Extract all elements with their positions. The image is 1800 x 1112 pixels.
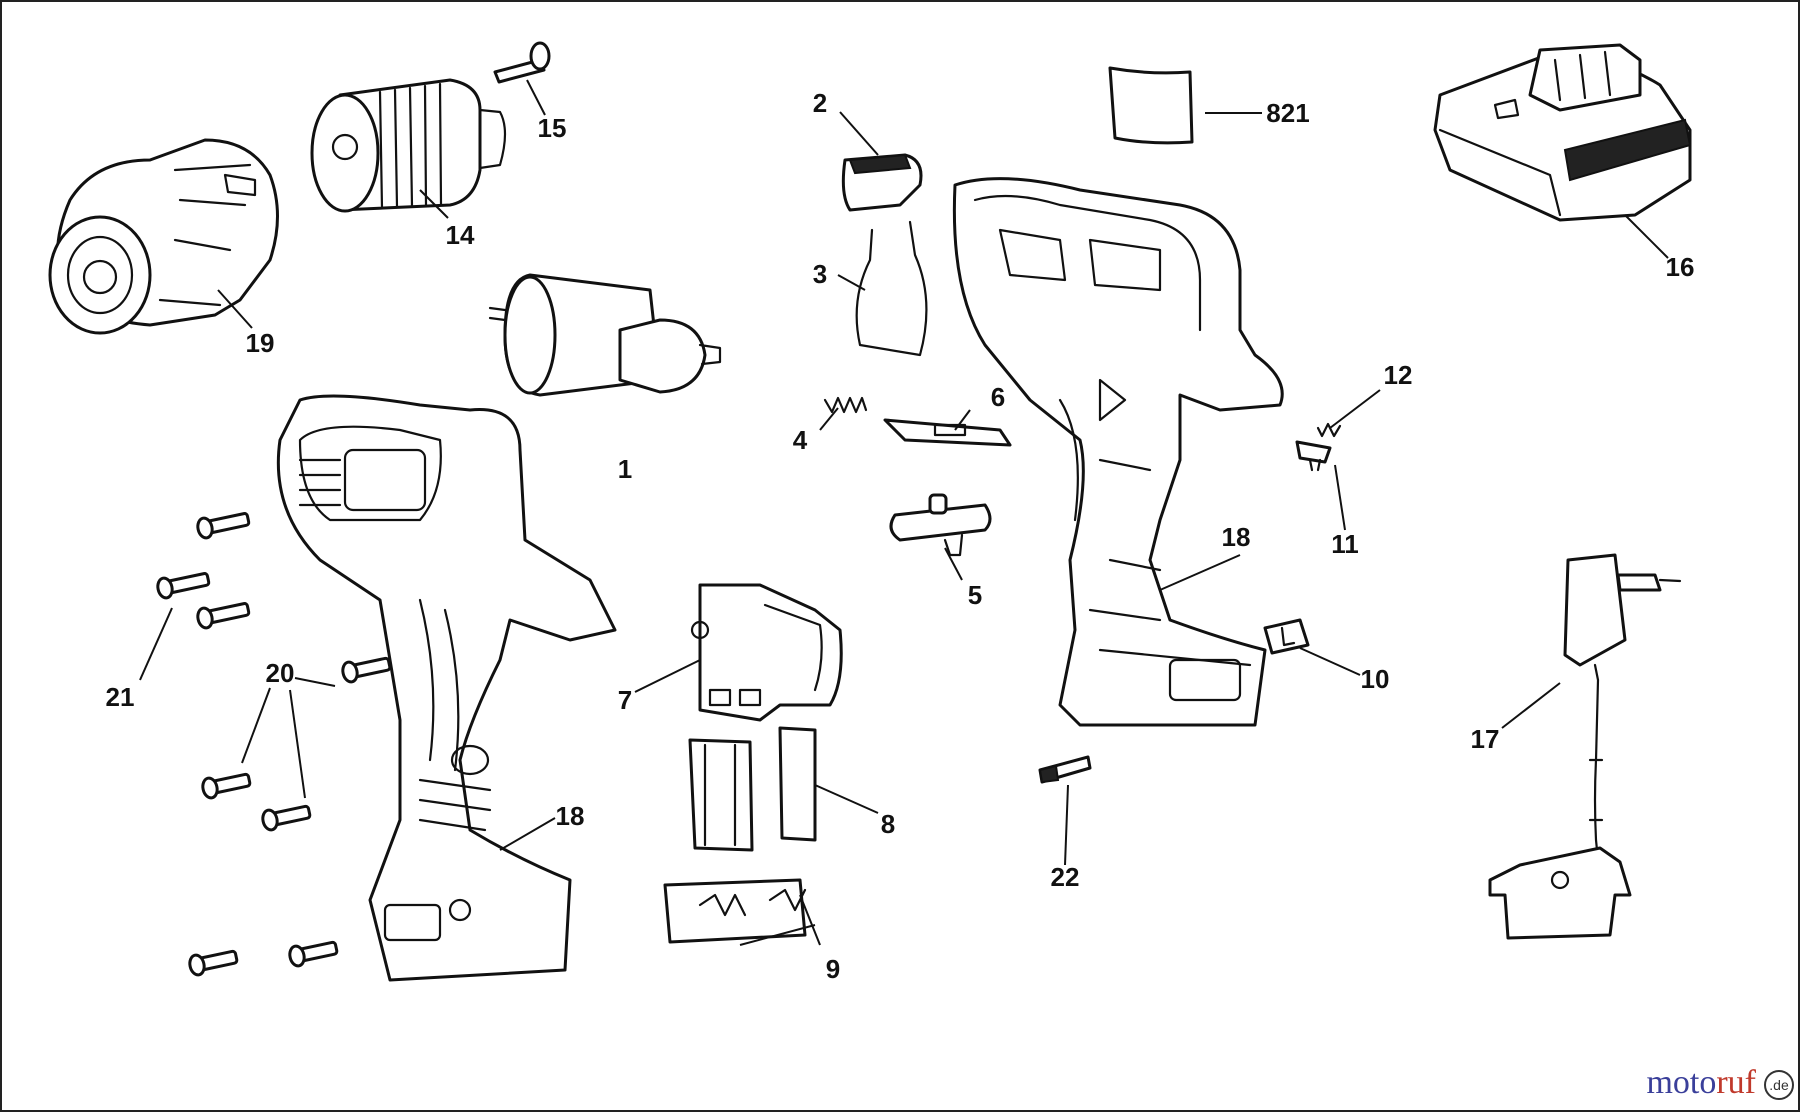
callout-20: 20: [266, 658, 295, 688]
callout-17: 17: [1471, 724, 1500, 754]
callout-2: 2: [813, 88, 827, 118]
callout-16: 16: [1666, 252, 1695, 282]
callout-9: 9: [826, 954, 840, 984]
callout-18-left: 18: [556, 801, 585, 831]
part-1-motor[interactable]: [488, 273, 722, 397]
callout-18-right: 18: [1222, 522, 1251, 552]
part-7-trigger-switch[interactable]: [690, 583, 843, 722]
watermark: motoruf: [1646, 1064, 1756, 1102]
part-821-label[interactable]: [1108, 66, 1194, 145]
part-18-housing-right[interactable]: [952, 177, 1284, 727]
part-9-contacts[interactable]: [663, 738, 807, 944]
watermark-suffix: .de: [1764, 1070, 1794, 1100]
callout-labels: 1 2 3 4 5 6 7 8 9 10 11 12 14 15 16 17 1…: [106, 88, 1695, 984]
callout-8: 8: [881, 809, 895, 839]
callout-15: 15: [538, 113, 567, 143]
part-10-clip[interactable]: [1263, 618, 1310, 655]
part-19-gearbox[interactable]: [48, 138, 279, 335]
part-6-plate[interactable]: [883, 418, 1012, 447]
part-8-pad[interactable]: [778, 726, 817, 842]
part-3-clip[interactable]: [855, 220, 928, 357]
callout-21: 21: [106, 682, 135, 712]
part-18-housing-left[interactable]: [276, 394, 617, 982]
part-2-button[interactable]: [841, 153, 923, 212]
watermark-part1: moto: [1646, 1064, 1717, 1101]
part-12-spring[interactable]: [1316, 422, 1342, 438]
callout-12: 12: [1384, 360, 1413, 390]
part-5-switch[interactable]: [889, 493, 992, 557]
part-15-screw[interactable]: [493, 41, 551, 84]
callout-22: 22: [1051, 862, 1080, 892]
callout-10: 10: [1361, 664, 1390, 694]
callout-19: 19: [246, 328, 275, 358]
part-14-chuck[interactable]: [310, 78, 507, 213]
part-22-slider[interactable]: [1038, 755, 1092, 784]
part-11-led-holder[interactable]: [1295, 440, 1332, 472]
callout-821: 821: [1266, 98, 1309, 128]
part-17-charger[interactable]: [1488, 553, 1682, 940]
callout-1: 1: [618, 454, 632, 484]
part-16-battery[interactable]: [1433, 43, 1692, 222]
callout-5: 5: [968, 580, 982, 610]
watermark-part2: ruf: [1716, 1064, 1756, 1101]
screws-20-21[interactable]: [156, 509, 392, 977]
callout-6: 6: [991, 382, 1005, 412]
callout-4: 4: [793, 425, 808, 455]
part-4-spring[interactable]: [823, 396, 868, 414]
callout-3: 3: [813, 259, 827, 289]
callout-11: 11: [1331, 529, 1359, 559]
leader-lines: [139, 79, 1669, 946]
callout-7: 7: [618, 685, 632, 715]
callout-14: 14: [446, 220, 475, 250]
